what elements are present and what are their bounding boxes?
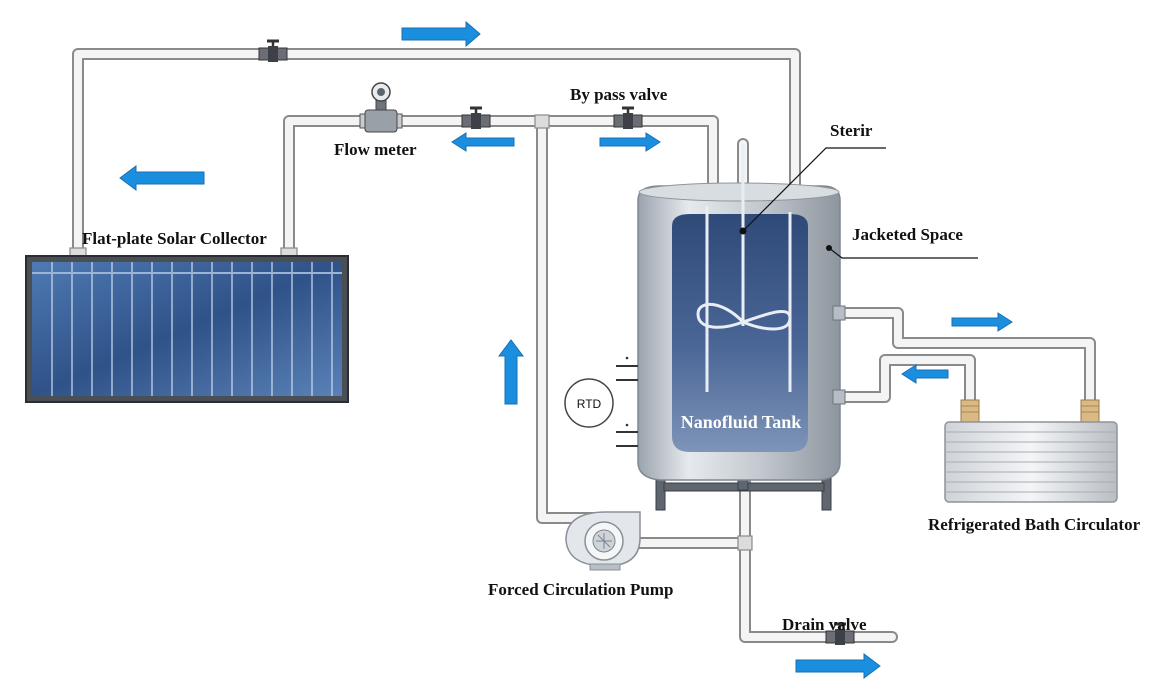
- bypass-valve-label: By pass valve: [570, 85, 668, 104]
- rtd-sensor: RTD: [564, 356, 638, 447]
- refrigerated-bath-label: Refrigerated Bath Circulator: [928, 515, 1141, 534]
- flow-arrow-bath-return: [901, 364, 949, 384]
- flow-arrow-riser: [498, 339, 524, 405]
- solar-collector-label: Flat-plate Solar Collector: [82, 229, 267, 248]
- flow-arrows: [119, 20, 1013, 679]
- pump-label: Forced Circulation Pump: [488, 580, 673, 599]
- top-line-valve[interactable]: [258, 39, 288, 62]
- flow-arrow-drain: [795, 653, 881, 679]
- refrigerated-bath-circulator: [944, 399, 1118, 503]
- bypass-valve[interactable]: [613, 106, 643, 129]
- jacketed-space-label: Jacketed Space: [852, 225, 963, 244]
- pipe-fittings: [69, 114, 753, 551]
- stirrer-label: Sterir: [830, 121, 873, 140]
- flow-arrow-flowmeter-line: [451, 132, 515, 152]
- drain-valve[interactable]: [825, 622, 855, 645]
- flowmeter-line-valve[interactable]: [461, 106, 491, 129]
- leader-lines: [742, 147, 978, 259]
- flow-arrow-collector-return: [119, 165, 205, 191]
- forced-circulation-pump: [565, 511, 641, 571]
- nanofluid-tank: [637, 144, 846, 511]
- flow-arrow-top-line: [401, 20, 481, 48]
- flow-meter: [359, 82, 403, 133]
- flow-meter-label: Flow meter: [334, 140, 417, 159]
- nanofluid-tank-label: Nanofluid Tank: [681, 412, 802, 432]
- drain-valve-label: Drain valve: [782, 615, 867, 634]
- flat-plate-solar-collector: [25, 255, 349, 403]
- flow-arrow-bypass-line: [599, 132, 661, 152]
- rtd-label: RTD: [577, 397, 602, 411]
- flow-arrow-bath-supply: [951, 312, 1013, 332]
- pipe-network: [72, 48, 1096, 643]
- jacket-marker: [826, 245, 832, 251]
